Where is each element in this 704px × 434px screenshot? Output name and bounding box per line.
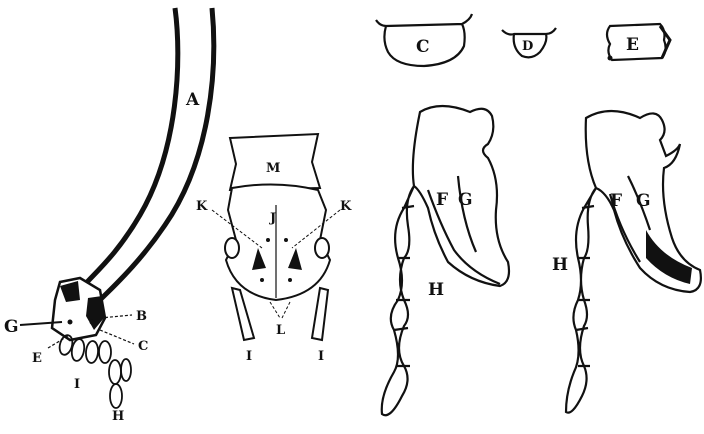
section-E-dot <box>608 56 613 61</box>
segment-dot-2 <box>284 238 288 242</box>
label-A: A <box>185 90 200 110</box>
labels: A B C E G I H M J K K L I I C D E F G H … <box>4 35 651 424</box>
label-C-left: C <box>138 339 148 354</box>
label-E-left: E <box>32 351 42 366</box>
label-G-right: G <box>636 191 651 211</box>
label-G-mid: G <box>458 190 473 210</box>
label-K-right: K <box>340 199 352 214</box>
leg-I-left <box>232 288 254 340</box>
segment-chain-left <box>58 334 131 408</box>
label-H-right: H <box>552 255 568 275</box>
label-K-left: K <box>196 199 208 214</box>
segment-J-body <box>226 184 330 300</box>
segment-dot-3 <box>260 278 264 282</box>
label-J: J <box>269 211 276 226</box>
claw-right-dark-tip <box>646 230 692 284</box>
claw-right <box>566 111 701 413</box>
leg-I-right <box>312 288 328 340</box>
appendage-left <box>20 8 214 408</box>
label-I-left: I <box>74 377 80 392</box>
appendage-stalk-inner <box>100 8 214 300</box>
appendage-stalk-outer <box>80 8 178 290</box>
label-H-mid: H <box>428 280 444 300</box>
label-M: M <box>266 161 280 176</box>
label-L: L <box>276 323 285 338</box>
segment-dot-4 <box>288 278 292 282</box>
label-I-mid-left: I <box>246 349 252 364</box>
label-E: E <box>626 35 639 55</box>
segment-lobe-left <box>225 238 239 258</box>
label-F-right: F <box>610 191 622 211</box>
label-H-left: H <box>112 409 124 424</box>
joint-dot-2 <box>90 320 95 325</box>
claw-left-G-line <box>458 176 476 252</box>
label-C: C <box>416 37 430 57</box>
claw-left <box>382 106 509 415</box>
label-F-left: F <box>436 190 448 210</box>
label-G-left: G <box>4 317 19 337</box>
leader-L-left <box>270 302 280 318</box>
segment-lobe-right <box>315 238 329 258</box>
leader-L-right <box>282 302 290 318</box>
label-I-mid-right: I <box>318 349 324 364</box>
joint-dot-1 <box>68 320 73 325</box>
segment-dot-1 <box>266 238 270 242</box>
label-B: B <box>136 309 147 324</box>
label-D: D <box>522 39 533 54</box>
